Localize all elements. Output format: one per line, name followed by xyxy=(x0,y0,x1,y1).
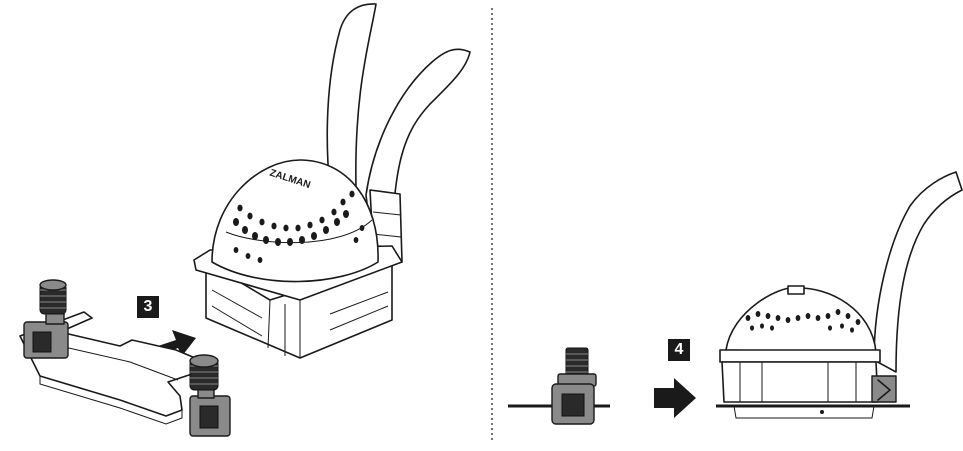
block-side xyxy=(721,361,879,403)
screw-clip-left xyxy=(23,279,69,359)
arrow-right-icon xyxy=(654,378,696,418)
clip-on-board-edge xyxy=(508,347,610,425)
pump-dome: ZALMAN xyxy=(211,159,379,283)
screw-clip-right xyxy=(189,354,231,437)
pump-side-view xyxy=(716,171,963,419)
step-3-illustration: ZALMAN xyxy=(19,3,471,437)
step-3-badge: 3 xyxy=(137,296,159,318)
side-vent-holes xyxy=(745,309,861,333)
water-tubes xyxy=(326,3,471,263)
step-4-illustration xyxy=(508,171,963,425)
tube-side xyxy=(873,171,963,373)
step-4-badge: 4 xyxy=(668,339,690,361)
dome-vent-holes xyxy=(233,190,365,263)
